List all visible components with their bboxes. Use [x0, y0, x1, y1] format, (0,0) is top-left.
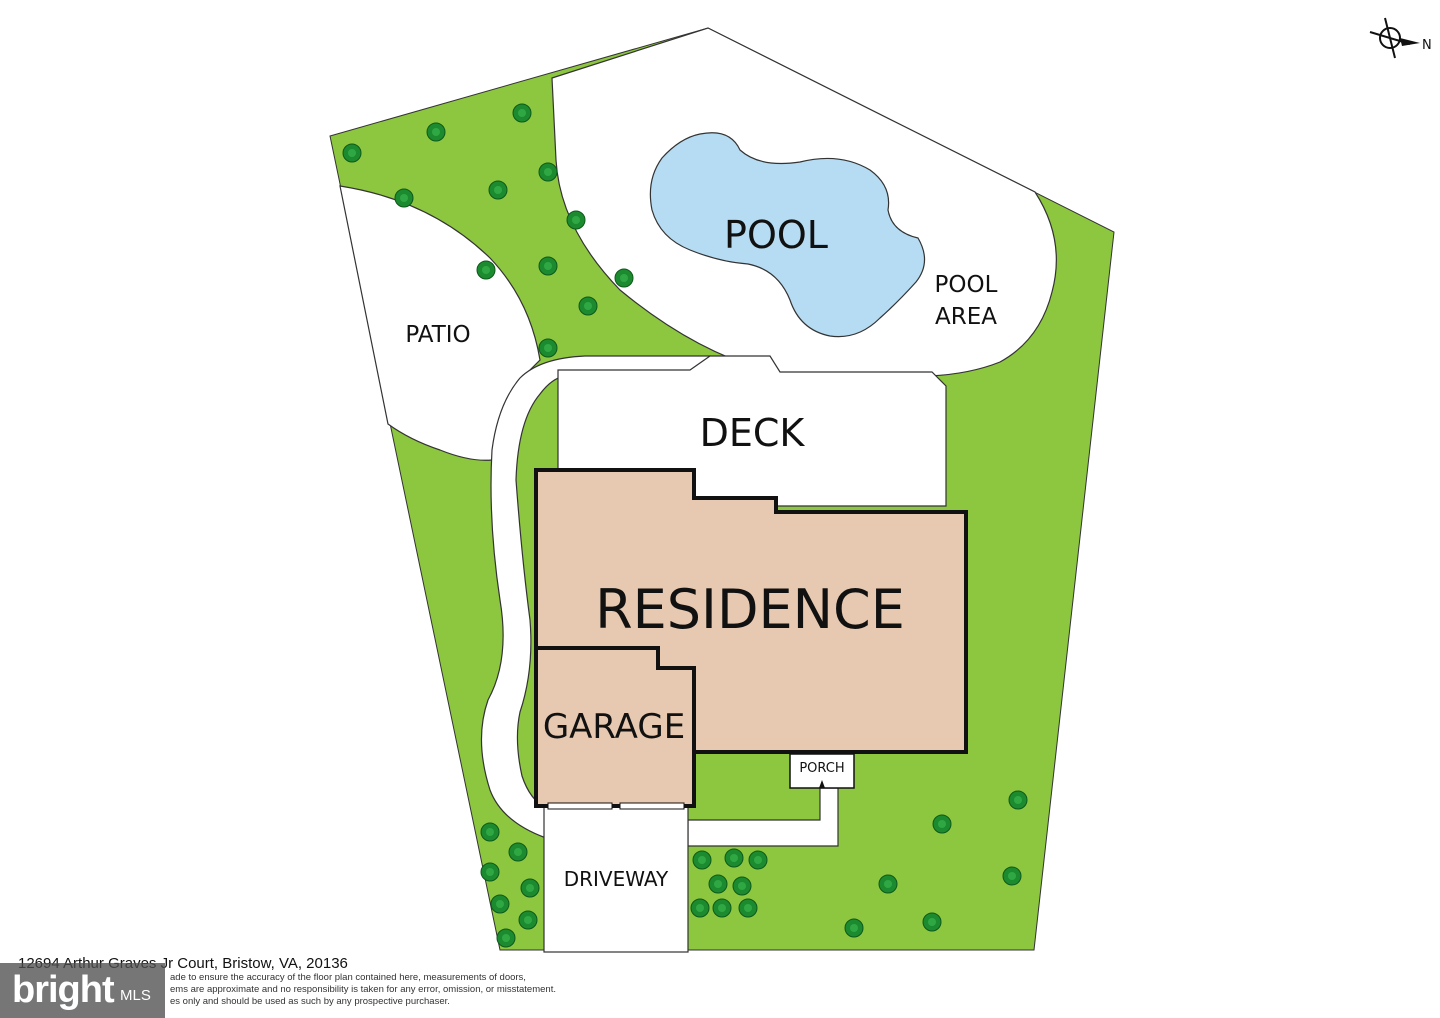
- residence-label: RESIDENCE: [595, 578, 905, 641]
- tree-icon: [394, 188, 414, 208]
- patio-label: PATIO: [405, 322, 470, 348]
- tree-icon: [490, 894, 510, 914]
- tree-icon: [732, 876, 752, 896]
- bright-mls-logo: bright MLS: [0, 963, 165, 1018]
- tree-group: [342, 103, 1028, 948]
- brand-logo-suffix: MLS: [120, 987, 151, 1004]
- tree-icon: [480, 822, 500, 842]
- tree-icon: [512, 103, 532, 123]
- tree-icon: [578, 296, 598, 316]
- tree-icon: [342, 143, 362, 163]
- tree-icon: [692, 850, 712, 870]
- tree-icon: [712, 898, 732, 918]
- tree-icon: [922, 912, 942, 932]
- porch-arrow-icon: [819, 780, 825, 788]
- tree-icon: [748, 850, 768, 870]
- pool-area-label-line1: POOL: [935, 272, 998, 298]
- disclaimer-line-1: ade to ensure the accuracy of the floor …: [170, 972, 526, 983]
- tree-icon: [1002, 866, 1022, 886]
- garage-door-left: [547, 802, 613, 810]
- pool-area-label-line2: AREA: [935, 304, 997, 330]
- tree-icon: [566, 210, 586, 230]
- deck-label: DECK: [700, 411, 806, 455]
- pool: [649, 132, 926, 338]
- tree-icon: [932, 814, 952, 834]
- garage-label: GARAGE: [543, 707, 685, 747]
- porch-label: PORCH: [799, 761, 844, 776]
- tree-icon: [614, 268, 634, 288]
- garage-door-right: [619, 802, 685, 810]
- tree-icon: [690, 898, 710, 918]
- tree-icon: [878, 874, 898, 894]
- tree-icon: [496, 928, 516, 948]
- tree-icon: [724, 848, 744, 868]
- driveway: [543, 805, 689, 953]
- driveway-label: DRIVEWAY: [564, 867, 669, 891]
- pool-label: POOL: [724, 213, 828, 257]
- tree-icon: [480, 862, 500, 882]
- tree-icon: [538, 338, 558, 358]
- north-arrow-icon: [1369, 17, 1420, 59]
- compass-north-label: N: [1422, 38, 1432, 53]
- disclaimer-line-2: ems are approximate and no responsibilit…: [170, 984, 556, 995]
- tree-icon: [708, 874, 728, 894]
- tree-icon: [844, 918, 864, 938]
- tree-icon: [538, 256, 558, 276]
- tree-icon: [518, 910, 538, 930]
- tree-icon: [738, 898, 758, 918]
- tree-icon: [476, 260, 496, 280]
- tree-icon: [426, 122, 446, 142]
- disclaimer-line-3: es only and should be used as such by an…: [170, 996, 450, 1007]
- tree-icon: [1008, 790, 1028, 810]
- tree-icon: [538, 162, 558, 182]
- tree-icon: [488, 180, 508, 200]
- garage: [534, 646, 696, 808]
- tree-icon: [520, 878, 540, 898]
- brand-logo-text: bright: [12, 969, 115, 1011]
- tree-icon: [508, 842, 528, 862]
